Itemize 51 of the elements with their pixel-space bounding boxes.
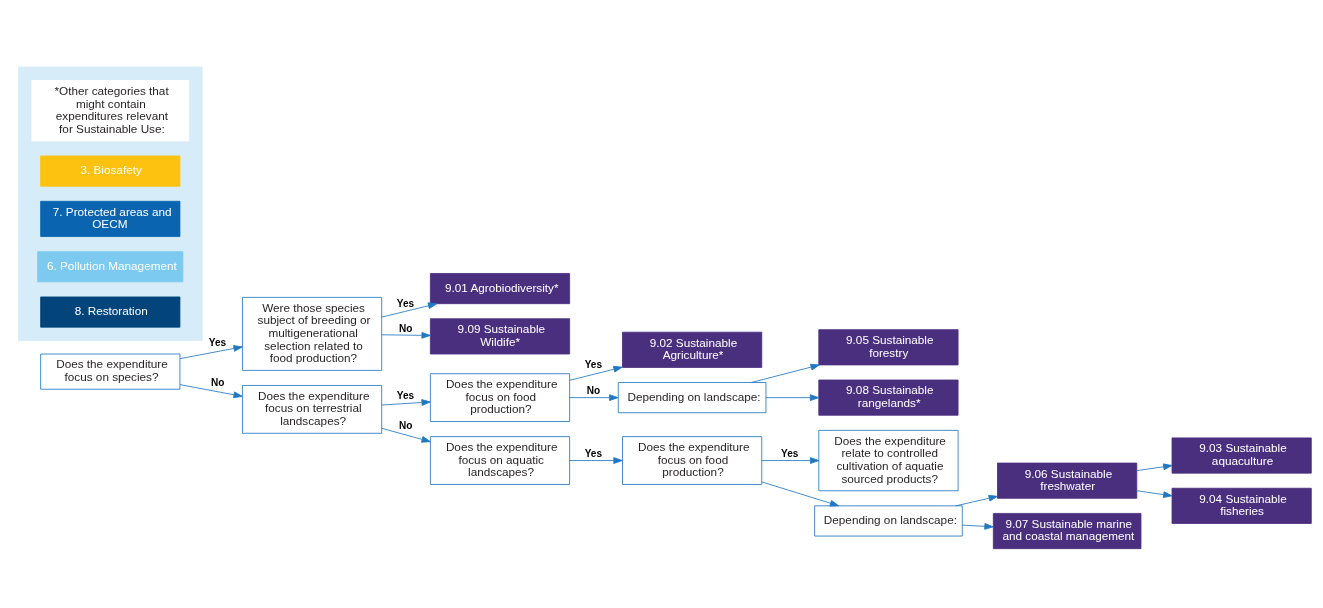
node-box: Does the expenditure focus on food production? bbox=[622, 435, 763, 485]
edge-label: Yes bbox=[584, 358, 603, 370]
node-box: Does the expenditure focus on species? bbox=[40, 353, 181, 390]
arrow bbox=[955, 494, 998, 506]
arrow bbox=[750, 363, 820, 383]
node-box: Depending on landscape: bbox=[814, 504, 963, 536]
node-box: 3. Biosafety bbox=[40, 155, 181, 187]
node-box: 9.05 Sustainable forestry bbox=[818, 328, 959, 365]
arrow bbox=[765, 393, 820, 401]
node-box: 9.03 Sustainable aquaculture bbox=[1171, 436, 1312, 474]
arrow bbox=[179, 344, 243, 359]
node-box: 9.06 Sustainable freshwater bbox=[997, 462, 1138, 499]
node-box: 6. Pollution Management bbox=[37, 250, 184, 282]
node-box: 9.07 Sustainable marine and coastal management bbox=[992, 512, 1142, 549]
arrow bbox=[1136, 462, 1173, 471]
arrow bbox=[381, 398, 431, 406]
node-box: 9.08 Sustainable rangelands* bbox=[818, 379, 959, 416]
edge-label: No bbox=[398, 419, 413, 431]
arrow bbox=[381, 331, 431, 339]
node-box: 9.02 Sustainable Agriculture* bbox=[622, 331, 763, 368]
node-box: Does the expenditure focus on aquatic landscapes? bbox=[429, 435, 571, 485]
arrow bbox=[569, 393, 619, 401]
node-box: Does the expenditure focus on terrestrial landscapes? bbox=[242, 384, 383, 434]
arrow bbox=[761, 481, 840, 506]
arrow bbox=[961, 522, 994, 530]
node-box: 9.04 Sustainable fisheries bbox=[1171, 487, 1312, 524]
node-box: 7. Protected areas and OECM bbox=[40, 200, 181, 237]
edge-label: Yes bbox=[396, 297, 415, 309]
edge-label: No bbox=[586, 384, 601, 396]
arrow bbox=[569, 456, 623, 464]
node-box: Does the expenditure relate to controlled cultivation of aquatie sourced products? bbox=[818, 429, 959, 491]
arrow bbox=[381, 427, 431, 443]
arrow bbox=[179, 383, 243, 398]
node-box: 9.09 Sustainable Wildife* bbox=[429, 317, 571, 354]
edge-label: No bbox=[210, 376, 225, 388]
node-box: Were those species subject of breeding or multigenerational selection related to food production? bbox=[242, 296, 383, 371]
edge-label: Yes bbox=[781, 447, 799, 459]
edge-label: Yes bbox=[584, 447, 603, 459]
node-box: *Other categories that might contain expenditures relevant for Sustainable Use: bbox=[31, 79, 190, 141]
arrow bbox=[1136, 489, 1173, 498]
edge-label: Yes bbox=[396, 389, 415, 401]
node-box: 9.01 Agrobiodiversity* bbox=[429, 272, 571, 304]
node-box: Depending on landscape: bbox=[617, 381, 767, 413]
edge-label: No bbox=[398, 322, 413, 334]
arrow bbox=[569, 365, 623, 381]
node-box: 8. Restoration bbox=[40, 296, 181, 328]
edge-label: Yes bbox=[208, 336, 227, 348]
arrow bbox=[761, 456, 820, 464]
arrow bbox=[381, 301, 438, 318]
cluster bbox=[18, 66, 203, 341]
node-box: Does the expenditure focus on food production? bbox=[429, 372, 571, 422]
